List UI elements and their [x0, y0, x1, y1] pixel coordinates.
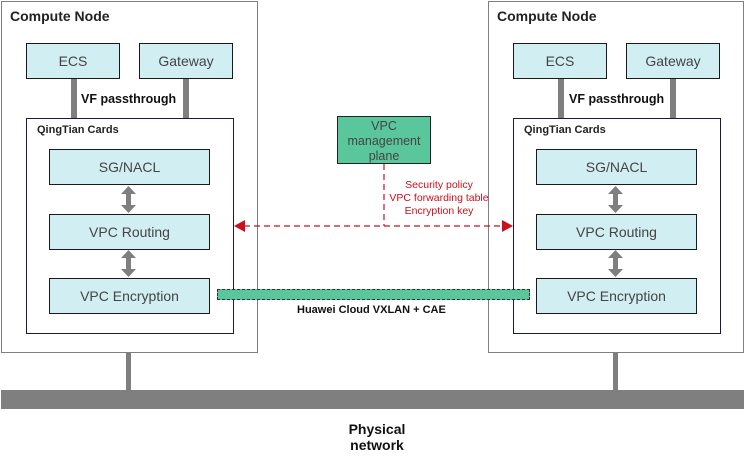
- left-gateway-link: [183, 78, 189, 120]
- left-sg-routing-arrow: [121, 186, 136, 213]
- left-qingtian-cards-title: QingTian Cards: [37, 124, 119, 136]
- right-sg-routing-arrow: [608, 186, 623, 213]
- right-vpc-encryption-box: VPC Encryption: [536, 278, 697, 314]
- vxlan-cae-tunnel-label: Huawei Cloud VXLAN + CAE: [297, 304, 446, 316]
- left-vpc-encryption-box: VPC Encryption: [49, 278, 210, 314]
- management-control-line: [244, 164, 503, 227]
- left-gateway-box: Gateway: [139, 43, 233, 79]
- vpc-management-plane-box: VPC management plane: [337, 116, 431, 164]
- right-ecs-box: ECS: [513, 43, 607, 79]
- config-encryption-key: Encryption key: [404, 205, 474, 217]
- distributed-config-list: Security policy VPC forwarding table Enc…: [384, 179, 494, 218]
- right-vpc-routing-box: VPC Routing: [536, 214, 697, 250]
- mgmt-label-line1: VPC: [371, 119, 397, 133]
- right-compute-node-title: Compute Node: [497, 8, 597, 24]
- left-sg-nacl-box: SG/NACL: [49, 149, 210, 185]
- left-ecs-box: ECS: [26, 43, 120, 79]
- right-control-arrowhead: [502, 220, 513, 232]
- config-forwarding-table: VPC forwarding table: [389, 192, 489, 204]
- left-vf-passthrough-label: VF passthrough: [81, 92, 177, 106]
- physical-network-label: Physical network: [327, 421, 427, 453]
- physical-label-line2: network: [350, 437, 404, 453]
- left-vpc-routing-box: VPC Routing: [49, 214, 210, 250]
- left-compute-node-title: Compute Node: [10, 8, 110, 24]
- right-routing-encryption-arrow: [608, 250, 623, 277]
- vxlan-cae-tunnel: [217, 289, 530, 300]
- right-gateway-box: Gateway: [626, 43, 720, 79]
- right-qingtian-cards-title: QingTian Cards: [524, 124, 606, 136]
- mgmt-label-line2: management: [347, 134, 421, 148]
- left-routing-encryption-arrow: [121, 250, 136, 277]
- left-ecs-link: [71, 78, 77, 120]
- physical-label-line1: Physical: [348, 421, 406, 437]
- config-security-policy: Security policy: [405, 179, 473, 191]
- right-gateway-link: [670, 78, 676, 120]
- right-ecs-link: [558, 78, 564, 120]
- physical-network-bus: [1, 390, 744, 409]
- right-vf-passthrough-label: VF passthrough: [569, 92, 665, 106]
- mgmt-label-line3: plane: [368, 149, 400, 163]
- right-sg-nacl-box: SG/NACL: [536, 149, 697, 185]
- left-control-arrowhead: [234, 220, 245, 232]
